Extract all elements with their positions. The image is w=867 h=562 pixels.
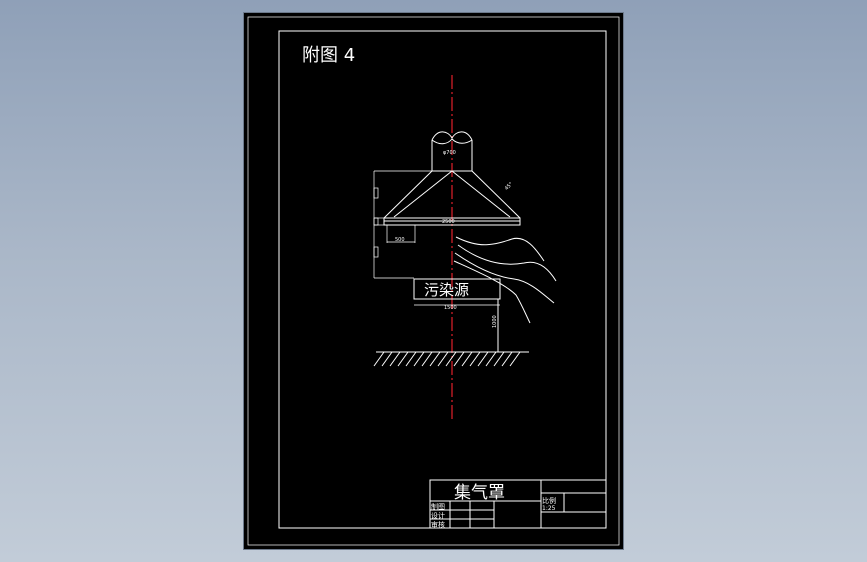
ground-hatch: [429, 351, 441, 367]
ground-hatch: [373, 351, 385, 367]
drawing-viewport[interactable]: 附图 4 φ700 2500 45° 500: [244, 13, 623, 549]
figure-label: 附图 4: [302, 45, 355, 66]
title-block-name: 集气罩: [454, 483, 505, 503]
offset-dimension: [386, 225, 416, 243]
duct-diameter-label: φ700: [443, 150, 456, 156]
title-block-row: 制图: [431, 502, 445, 511]
pollution-source-label: 污染源: [424, 281, 469, 299]
angle-label: 45°: [504, 181, 515, 192]
ground-hatch: [445, 351, 457, 367]
ground-hatch: [381, 351, 393, 367]
left-dimension-chain: [373, 170, 432, 279]
title-block: [429, 479, 607, 529]
airflow-curves: [453, 236, 557, 324]
title-block-row: 审核: [431, 520, 445, 529]
ground-line: [373, 351, 529, 367]
title-block-ratio-value: 1:25: [542, 505, 556, 512]
title-block-ratio-label: 比例: [542, 496, 556, 505]
ground-hatch: [477, 351, 489, 367]
ground-hatch: [509, 351, 521, 367]
source-height-label: 1000: [492, 315, 498, 328]
pollution-source-box: [413, 278, 501, 300]
ground-hatch: [461, 351, 473, 367]
ground-hatch: [485, 351, 497, 367]
ground-hatch: [413, 351, 425, 367]
ground-hatch: [453, 351, 465, 367]
ground-hatch: [437, 351, 449, 367]
ground-hatch: [421, 351, 433, 367]
offset-label: 500: [395, 237, 405, 243]
ground-hatch: [493, 351, 505, 367]
ground-hatch: [389, 351, 401, 367]
ground-hatch: [469, 351, 481, 367]
sheet-border-outer: [247, 16, 620, 546]
exhaust-duct: [431, 131, 473, 171]
ground-hatch: [397, 351, 409, 367]
ground-hatch: [405, 351, 417, 367]
hood-width-label: 2500: [442, 219, 455, 225]
cad-drawing: 附图 4 φ700 2500 45° 500: [247, 16, 620, 546]
title-block-row: 设计: [431, 511, 445, 520]
ground-hatch: [501, 351, 513, 367]
source-width-label: 1500: [444, 305, 457, 311]
collector-hood: [383, 170, 521, 226]
